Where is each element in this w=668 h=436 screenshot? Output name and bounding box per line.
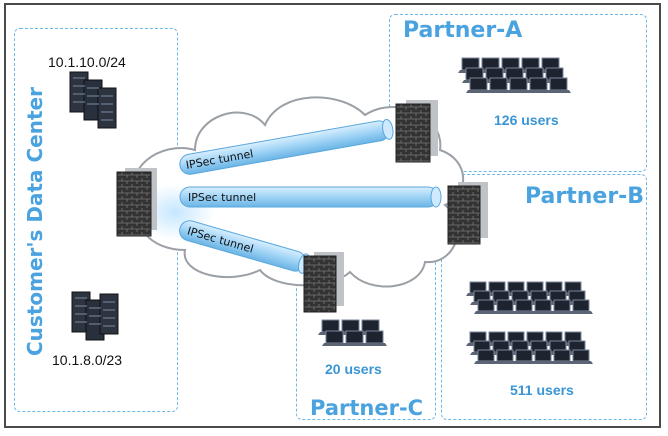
laptop-group-icon bbox=[458, 57, 571, 93]
partner-a-users: 126 users bbox=[494, 112, 559, 128]
laptop-group-icon bbox=[466, 331, 593, 364]
server-rack-icon bbox=[71, 291, 119, 341]
subnet-top-label: 10.1.10.0/24 bbox=[48, 54, 126, 70]
partner-c-title: Partner-C bbox=[310, 396, 424, 420]
partner-a-title: Partner-A bbox=[403, 18, 523, 43]
firewall-icon bbox=[116, 168, 157, 237]
server-rack-icon bbox=[69, 71, 117, 129]
tunnel-label-b: IPSec tunnel bbox=[188, 191, 256, 204]
tunnel-to-partner-a: IPSec tunnel bbox=[179, 118, 394, 175]
datacenter-title: Customer's Data Center bbox=[23, 87, 47, 356]
partner-b-users: 511 users bbox=[510, 382, 574, 398]
laptop-group-icon bbox=[318, 319, 387, 346]
tunnel-to-partner-b: IPSec tunnel bbox=[179, 186, 442, 208]
firewall-icon bbox=[395, 100, 438, 163]
firewall-icon bbox=[303, 252, 344, 313]
partner-b-zone bbox=[441, 174, 647, 420]
laptop-group-icon bbox=[466, 281, 593, 314]
partner-b-title: Partner-B bbox=[525, 184, 645, 209]
partner-c-users: 20 users bbox=[325, 361, 382, 377]
firewall-icon bbox=[447, 182, 488, 245]
partner-a-zone bbox=[389, 14, 647, 172]
subnet-bottom-label: 10.1.8.0/23 bbox=[52, 352, 123, 368]
